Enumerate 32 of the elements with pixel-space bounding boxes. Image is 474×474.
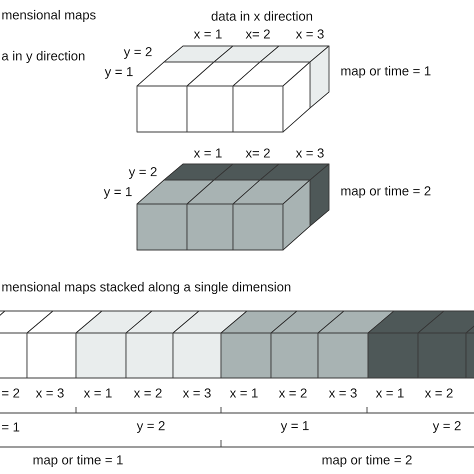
coordinate-label: x = 3	[182, 388, 211, 398]
coordinate-label: x = 1	[194, 148, 222, 158]
coordinate-label: x = 2	[134, 388, 162, 398]
coordinate-label: = 2	[2, 388, 20, 398]
coordinate-label: x = 3	[36, 388, 64, 398]
coordinate-label: x = 1	[194, 30, 222, 38]
coordinate-label: y = 1	[280, 421, 309, 433]
coordinate-label: x = 2	[278, 388, 307, 398]
coordinate-label: x = 1	[230, 388, 258, 398]
map-label: map or time = 1	[341, 66, 430, 78]
coordinate-label: x = 1	[376, 388, 404, 398]
direction-label: data in x direction	[212, 11, 312, 21]
map-label: map or time = 2	[322, 454, 412, 468]
coordinate-label: x = 3	[328, 388, 357, 398]
coordinate-label: y = 2	[432, 421, 461, 433]
coordinate-label: x = 2	[424, 388, 453, 398]
coordinate-label: y = 2	[124, 47, 152, 59]
heading: mensional maps stacked along a single dimension	[2, 282, 290, 294]
coordinate-label: = 1	[2, 422, 20, 432]
coordinate-label: x = 1	[84, 388, 112, 398]
coordinate-label: x= 2	[246, 148, 270, 158]
coordinate-label: y = 1	[104, 67, 133, 79]
map-label: map or time = 2	[341, 186, 430, 198]
heading: mensional maps	[2, 10, 96, 22]
coordinate-label: y = 2	[136, 421, 165, 433]
coordinate-label: y = 2	[128, 167, 157, 179]
map-label: map or time = 1	[34, 454, 123, 468]
coordinate-label: x = 3	[296, 148, 324, 158]
direction-label: a in y direction	[2, 50, 84, 64]
coordinate-label: x = 3	[296, 29, 324, 39]
coordinate-label: y = 1	[104, 187, 132, 199]
coordinate-label: x= 2	[246, 29, 270, 39]
